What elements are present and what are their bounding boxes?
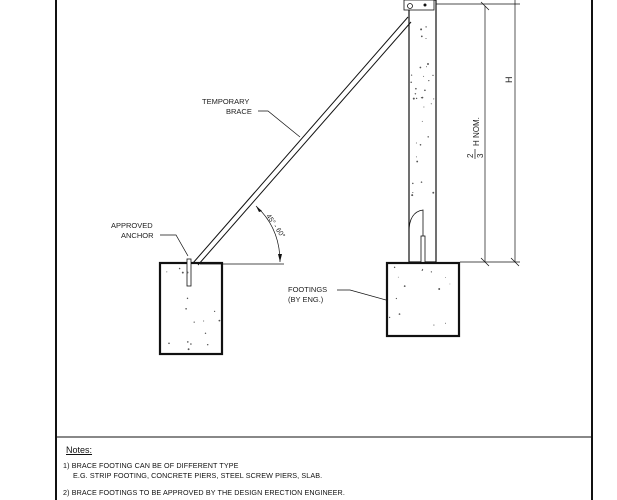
concrete-speckle <box>430 103 432 105</box>
concrete-speckle <box>412 97 415 100</box>
concrete-speckle <box>420 35 423 38</box>
notes-heading: Notes: <box>66 445 93 455</box>
concrete-speckle <box>432 74 434 77</box>
concrete-speckle <box>203 320 205 322</box>
footings-label-2: (BY ENG.) <box>288 295 324 304</box>
concrete-speckle <box>395 297 398 300</box>
concrete-speckle <box>422 268 424 271</box>
concrete-speckle <box>445 322 446 324</box>
note-2: 2) BRACE FOOTINGS TO BE APPROVED BY THE … <box>63 488 345 497</box>
concrete-speckle <box>414 93 417 95</box>
dim-two-thirds-num: 2 <box>466 153 475 158</box>
concrete-speckle <box>421 269 423 272</box>
concrete-speckle <box>186 271 189 274</box>
concrete-speckle <box>415 142 417 144</box>
concrete-speckle <box>423 75 425 77</box>
concrete-speckle <box>420 28 423 31</box>
footings-label-1: FOOTINGS <box>288 285 327 294</box>
concrete-speckle <box>181 271 184 274</box>
concrete-speckle <box>204 332 207 334</box>
concrete-speckle <box>218 319 221 322</box>
concrete-speckle <box>186 341 189 343</box>
concrete-speckle <box>415 87 417 90</box>
concrete-speckle <box>433 324 435 326</box>
concrete-speckle <box>186 297 189 300</box>
concrete-speckle <box>410 81 412 83</box>
concrete-speckle <box>449 283 451 285</box>
concrete-speckle <box>412 182 414 185</box>
concrete-speckle <box>424 89 426 92</box>
concrete-speckle <box>168 342 170 345</box>
concrete-speckle <box>419 66 422 69</box>
dim-h-label: H <box>504 77 514 84</box>
temporary-brace-label-2: BRACE <box>226 107 252 116</box>
concrete-speckle <box>425 37 427 40</box>
concrete-speckle <box>423 106 425 108</box>
concrete-speckle <box>445 277 446 278</box>
concrete-speckle <box>415 156 417 158</box>
brace-leader <box>258 110 301 138</box>
anchor-leader <box>160 234 189 257</box>
dim-two-thirds-line <box>480 1 490 267</box>
note-1-line-1: 1) BRACE FOOTING CAN BE OF DIFFERENT TYP… <box>63 461 239 470</box>
concrete-speckle <box>411 194 414 197</box>
concrete-speckle <box>178 267 181 270</box>
concrete-speckle <box>190 343 192 345</box>
approved-anchor-label-2: ANCHOR <box>121 231 154 240</box>
concrete-speckle <box>438 288 441 290</box>
concrete-speckle <box>398 313 401 315</box>
concrete-speckle <box>427 136 429 138</box>
brace-footing <box>158 261 224 356</box>
concrete-speckle <box>193 321 195 323</box>
dim-h-line <box>436 0 520 267</box>
concrete-speckle <box>416 160 419 163</box>
concrete-speckle <box>187 348 190 351</box>
wall-footing <box>385 261 461 338</box>
concrete-speckle <box>421 120 423 122</box>
temporary-brace <box>192 16 412 266</box>
concrete-speckle <box>427 63 429 65</box>
concrete-speckle <box>185 307 187 310</box>
note-1-line-2: E.G. STRIP FOOTING, CONCRETE PIERS, STEE… <box>73 471 323 480</box>
concrete-speckle <box>393 266 396 269</box>
concrete-speckle <box>213 310 216 313</box>
concrete-speckle <box>421 96 424 99</box>
concrete-speckle <box>415 97 418 100</box>
approved-anchor-label-1: APPROVED <box>111 221 153 230</box>
dim-two-thirds-den: 3 <box>476 153 485 158</box>
concrete-speckle <box>206 343 209 346</box>
temporary-brace-label-1: TEMPORARY <box>202 97 249 106</box>
concrete-speckle <box>430 271 433 273</box>
concrete-speckle <box>420 97 422 99</box>
concrete-speckle <box>428 79 430 82</box>
concrete-texture <box>166 26 451 351</box>
footing-leader <box>337 289 387 301</box>
concrete-speckle <box>412 192 414 194</box>
concrete-speckle <box>166 271 168 273</box>
concrete-speckle <box>433 98 435 100</box>
concrete-speckle <box>397 276 399 278</box>
concrete-speckle <box>420 181 423 183</box>
concrete-speckle <box>410 74 413 76</box>
wall-panel <box>403 0 437 291</box>
top-bracket <box>403 0 435 11</box>
concrete-speckle <box>388 316 391 319</box>
concrete-speckle <box>426 66 427 68</box>
concrete-speckle <box>419 144 422 146</box>
concrete-speckle <box>432 191 435 194</box>
dim-two-thirds-text: H NOM. <box>472 117 481 146</box>
concrete-speckle <box>425 26 427 28</box>
concrete-speckle <box>403 285 406 287</box>
